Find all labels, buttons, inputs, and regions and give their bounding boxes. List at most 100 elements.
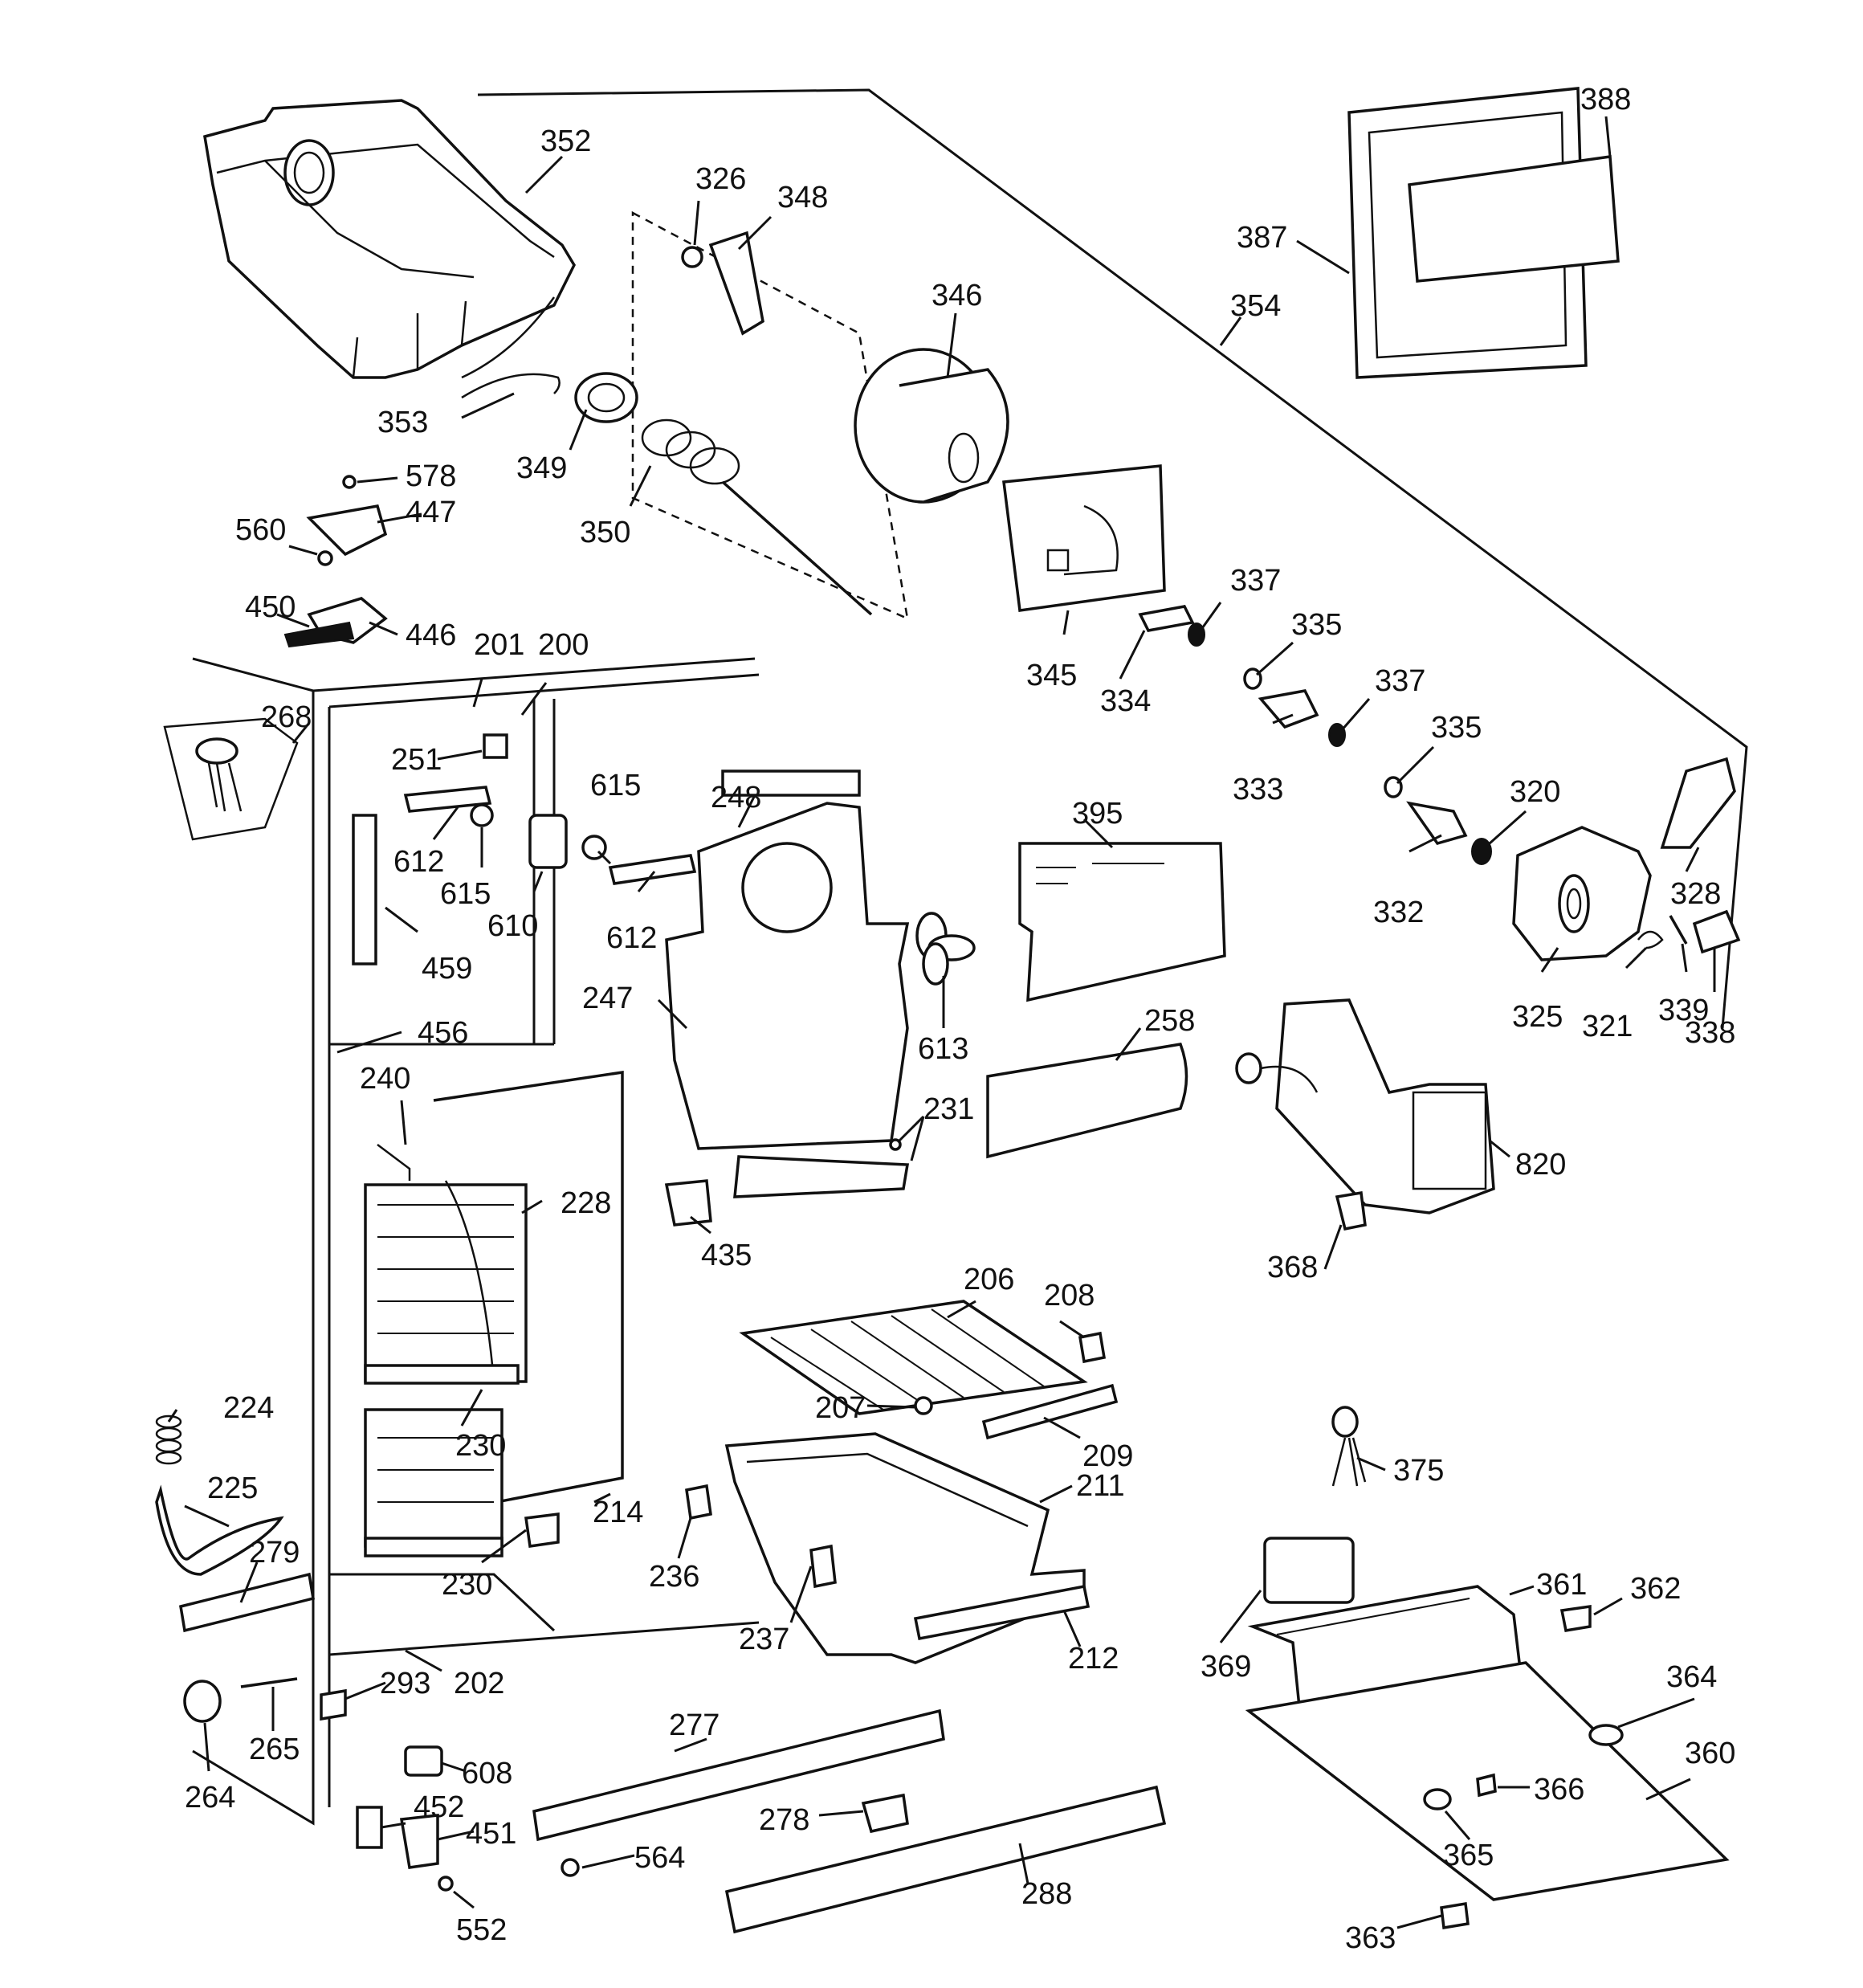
callout-447: 447 xyxy=(406,496,456,529)
auger-spring xyxy=(641,418,873,616)
ice-bucket xyxy=(203,99,576,379)
callout-334: 334 xyxy=(1100,684,1151,718)
callout-231: 231 xyxy=(923,1092,974,1126)
roller-264 xyxy=(183,1680,222,1723)
callout-560: 560 xyxy=(235,513,286,547)
callout-230a: 230 xyxy=(455,1429,506,1463)
dispenser-door-frame xyxy=(1347,87,1620,379)
callout-552: 552 xyxy=(456,1913,507,1947)
callout-366: 366 xyxy=(1534,1773,1584,1806)
callout-610: 610 xyxy=(487,909,538,943)
cabinet-liner xyxy=(192,657,760,1826)
pin-339 xyxy=(1669,915,1688,945)
callout-numbers: 352 326 348 346 388 387 354 353 349 350 … xyxy=(185,83,1735,1955)
cap-207 xyxy=(914,1396,933,1415)
callout-208: 208 xyxy=(1044,1279,1095,1312)
callout-450: 450 xyxy=(245,590,296,624)
callout-435: 435 xyxy=(701,1239,752,1272)
callout-247: 247 xyxy=(582,982,633,1015)
callout-608: 608 xyxy=(462,1757,512,1790)
part-375 xyxy=(1331,1406,1367,1487)
callout-333: 333 xyxy=(1233,773,1283,806)
callout-320: 320 xyxy=(1510,775,1560,809)
mounting-plate-345 xyxy=(1002,464,1166,612)
callout-337b: 337 xyxy=(1375,664,1425,698)
callout-268: 268 xyxy=(261,700,312,734)
callout-224: 224 xyxy=(223,1391,274,1425)
callout-361: 361 xyxy=(1536,1568,1587,1602)
callout-352: 352 xyxy=(540,125,591,158)
callout-354: 354 xyxy=(1230,289,1281,323)
callout-230b: 230 xyxy=(442,1568,492,1602)
cover-258 xyxy=(986,1043,1188,1159)
callout-209: 209 xyxy=(1082,1439,1133,1473)
ice-maker-820 xyxy=(1235,998,1495,1214)
callout-251: 251 xyxy=(391,743,442,777)
callout-212: 212 xyxy=(1068,1642,1119,1676)
callout-395: 395 xyxy=(1072,797,1123,831)
bracket-447 xyxy=(306,504,388,557)
callout-214: 214 xyxy=(593,1496,643,1529)
callout-363: 363 xyxy=(1345,1921,1396,1955)
callout-337a: 337 xyxy=(1230,564,1281,598)
switch-bracket-328 xyxy=(1660,757,1736,849)
callout-578: 578 xyxy=(406,459,456,493)
bushing-326 xyxy=(681,246,703,268)
lamp-socket-268 xyxy=(163,717,299,841)
callout-375: 375 xyxy=(1393,1454,1444,1488)
bin-211 xyxy=(724,1432,1090,1664)
callout-387: 387 xyxy=(1237,221,1287,255)
callout-236: 236 xyxy=(649,1560,699,1594)
channel-279 xyxy=(179,1572,315,1633)
callout-278: 278 xyxy=(759,1803,809,1837)
callout-338: 338 xyxy=(1685,1016,1735,1050)
callout-288: 288 xyxy=(1021,1877,1072,1911)
bracket-451 xyxy=(399,1814,439,1869)
callout-321: 321 xyxy=(1582,1010,1633,1043)
callout-293: 293 xyxy=(380,1667,430,1700)
shelf-206 xyxy=(739,1300,1088,1415)
callout-225: 225 xyxy=(207,1472,258,1505)
evaporator-fan-housing xyxy=(665,769,910,1198)
callout-349: 349 xyxy=(516,451,567,485)
callout-335a: 335 xyxy=(1291,608,1342,642)
leader-lines xyxy=(167,116,1716,1929)
bushing-615a xyxy=(470,803,494,827)
callout-613: 613 xyxy=(918,1032,968,1066)
callout-368: 368 xyxy=(1267,1251,1318,1284)
callout-452: 452 xyxy=(414,1790,464,1824)
callout-345: 345 xyxy=(1026,659,1077,692)
part-435 xyxy=(664,1179,712,1227)
auger-motor-325 xyxy=(1512,826,1652,961)
callout-206: 206 xyxy=(964,1263,1014,1296)
callout-353: 353 xyxy=(377,406,428,439)
ring-321 xyxy=(1637,930,1664,949)
callout-240: 240 xyxy=(360,1062,410,1096)
bracket-612a xyxy=(403,786,492,813)
auger-wire xyxy=(461,373,561,399)
axle-265 xyxy=(240,1677,298,1688)
panel-395 xyxy=(1018,842,1226,1002)
callout-248: 248 xyxy=(711,781,761,814)
rail-459 xyxy=(352,814,377,965)
callout-279: 279 xyxy=(249,1536,300,1570)
callout-328: 328 xyxy=(1670,877,1721,911)
screw-231 xyxy=(889,1138,902,1151)
auger-motor-cylinder xyxy=(854,348,1009,504)
bracket-362 xyxy=(1559,1604,1592,1633)
callout-335b: 335 xyxy=(1431,711,1482,745)
callout-339: 339 xyxy=(1658,994,1709,1027)
screw-564 xyxy=(561,1858,580,1877)
thermostat-610 xyxy=(528,814,568,869)
callout-326: 326 xyxy=(695,162,746,196)
callout-200: 200 xyxy=(538,628,589,662)
clip-208 xyxy=(1078,1331,1107,1364)
callout-237: 237 xyxy=(739,1623,789,1656)
drain-tube-225 xyxy=(155,1484,284,1576)
screw-560 xyxy=(317,550,333,566)
callout-456: 456 xyxy=(418,1016,468,1050)
heater-230b xyxy=(364,1537,503,1557)
callout-820: 820 xyxy=(1515,1148,1566,1182)
callout-364: 364 xyxy=(1666,1660,1717,1694)
clip-251 xyxy=(483,733,508,759)
